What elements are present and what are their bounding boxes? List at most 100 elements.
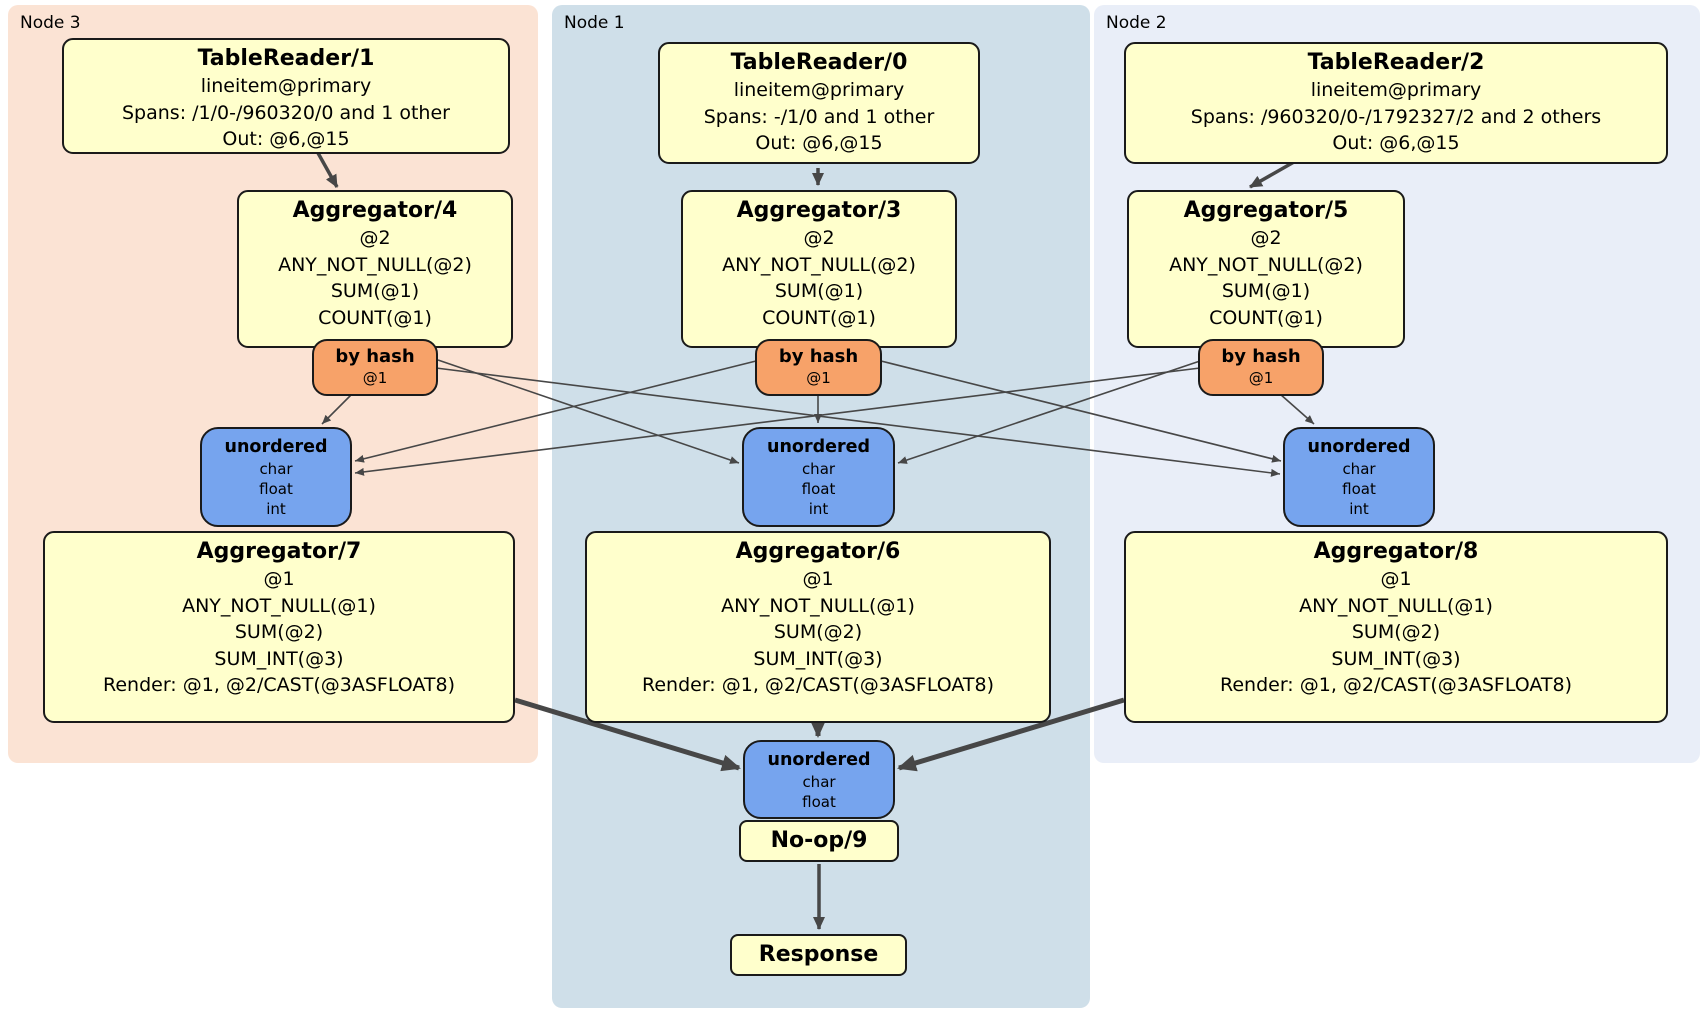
edge-router2-sync1	[897, 360, 1201, 464]
sync-line: char	[801, 460, 836, 478]
edge-agg8-finalsync	[897, 697, 1125, 772]
processor-line: Out: @6,@15	[1332, 132, 1460, 154]
sync-line: int	[266, 500, 286, 518]
sync-label: unordered	[224, 437, 328, 457]
sync-line: int	[1349, 500, 1369, 518]
router-detail: @1	[362, 369, 388, 387]
processor-line: Spans: /1/0-/960320/0 and 1 other	[122, 101, 450, 124]
sync-unordered-node3: unordered char float int	[200, 427, 352, 527]
sync-line: int	[808, 500, 829, 518]
processor-tablereader-2: TableReader/2 lineitem@primary Spans: /9…	[1124, 42, 1668, 164]
sync-line: float	[802, 793, 836, 811]
router-by-hash-node3: by hash @1	[312, 339, 438, 396]
processor-aggregator-7: Aggregator/7 @1 ANY_NOT_NULL(@1) SUM(@2)…	[43, 531, 515, 723]
processor-aggregator-4: Aggregator/4 @2 ANY_NOT_NULL(@2) SUM(@1)…	[237, 190, 513, 348]
processor-line: Render: @1, @2/CAST(@3ASFLOAT8)	[103, 674, 455, 696]
processor-line: Out: @6,@15	[755, 132, 883, 154]
edge-tr1-agg4	[316, 152, 339, 188]
processor-line: SUM(@2)	[1351, 621, 1441, 643]
router-detail: @1	[806, 369, 831, 387]
sync-line: char	[1342, 460, 1376, 478]
processor-title: TableReader/0	[730, 50, 908, 75]
edge-router3-sync1	[437, 359, 740, 464]
edge-router1-sync3	[354, 360, 757, 463]
processor-line: SUM(@1)	[774, 280, 864, 302]
processor-line: Render: @1, @2/CAST(@3ASFLOAT8)	[642, 674, 994, 696]
processor-line: lineitem@primary	[1310, 79, 1482, 101]
router-label: by hash	[778, 346, 859, 367]
router-by-hash-node1: by hash @1	[755, 339, 882, 396]
processor-line: Out: @6,@15	[222, 128, 350, 150]
sync-label: unordered	[767, 750, 871, 770]
processor-line: @2	[803, 227, 835, 249]
processor-line: @1	[263, 568, 295, 590]
processor-line: @1	[802, 568, 834, 590]
processor-line: ANY_NOT_NULL(@2)	[278, 253, 472, 276]
node-group-label: Node 3	[20, 13, 81, 33]
processor-line: SUM(@2)	[773, 621, 863, 643]
processor-title: Response	[758, 942, 879, 967]
sync-line: float	[259, 480, 293, 498]
sync-label: unordered	[767, 437, 870, 457]
processor-tablereader-0: TableReader/0 lineitem@primary Spans: -/…	[658, 42, 980, 164]
sync-unordered-node1: unordered char float int	[742, 427, 895, 527]
processor-aggregator-8: Aggregator/8 @1 ANY_NOT_NULL(@1) SUM(@2)…	[1124, 531, 1668, 723]
processor-line: @2	[359, 227, 391, 249]
edge-router2-sync2	[1279, 393, 1315, 425]
processor-line: SUM(@1)	[330, 280, 420, 302]
processor-title: TableReader/1	[197, 46, 375, 71]
edge-router3-sync2	[435, 367, 1281, 477]
processor-line: @1	[1380, 568, 1412, 590]
processor-aggregator-3: Aggregator/3 @2 ANY_NOT_NULL(@2) SUM(@1)…	[681, 190, 957, 348]
processor-title: Aggregator/8	[1313, 539, 1479, 564]
processor-title: Aggregator/5	[1183, 198, 1349, 223]
processor-line: COUNT(@1)	[1209, 306, 1323, 329]
processor-title: Aggregator/6	[735, 539, 901, 564]
router-detail: @1	[1248, 369, 1274, 387]
edge-router3-sync3	[321, 393, 353, 425]
processor-line: ANY_NOT_NULL(@1)	[1299, 594, 1493, 617]
processor-line: SUM(@1)	[1221, 280, 1311, 302]
sync-line: char	[802, 773, 836, 791]
node-group-label: Node 2	[1106, 13, 1167, 33]
processor-title: Aggregator/7	[196, 539, 362, 564]
sync-line: float	[801, 480, 836, 498]
router-label: by hash	[1221, 346, 1301, 367]
processor-line: Spans: -/1/0 and 1 other	[703, 105, 935, 128]
edge-router1-sync2	[880, 360, 1282, 463]
processor-line: COUNT(@1)	[318, 306, 432, 329]
processor-line: Spans: /960320/0-/1792327/2 and 2 others	[1190, 105, 1602, 128]
processor-line: SUM_INT(@3)	[753, 647, 883, 670]
processor-title: TableReader/2	[1307, 50, 1485, 75]
processor-line: Render: @1, @2/CAST(@3ASFLOAT8)	[1220, 674, 1572, 696]
processor-response: Response	[730, 934, 907, 976]
sync-line: char	[259, 460, 293, 478]
processor-line: SUM(@2)	[234, 621, 324, 643]
processor-title: Aggregator/3	[736, 198, 902, 223]
processor-line: ANY_NOT_NULL(@2)	[722, 253, 916, 276]
edge-router2-sync3	[354, 367, 1201, 476]
processor-line: ANY_NOT_NULL(@1)	[182, 594, 376, 617]
sync-unordered-node2: unordered char float int	[1283, 427, 1435, 527]
sync-line: float	[1342, 480, 1376, 498]
processor-line: ANY_NOT_NULL(@1)	[721, 594, 915, 617]
processor-aggregator-5: Aggregator/5 @2 ANY_NOT_NULL(@2) SUM(@1)…	[1127, 190, 1405, 348]
router-label: by hash	[335, 346, 415, 367]
processor-tablereader-1: TableReader/1 lineitem@primary Spans: /1…	[62, 38, 510, 154]
processor-aggregator-6: Aggregator/6 @1 ANY_NOT_NULL(@1) SUM(@2)…	[585, 531, 1051, 723]
processor-line: lineitem@primary	[733, 79, 905, 101]
sync-unordered-final: unordered char float	[743, 740, 895, 819]
sync-label: unordered	[1307, 437, 1411, 457]
processor-line: SUM_INT(@3)	[1331, 647, 1461, 670]
processor-line: COUNT(@1)	[762, 306, 876, 329]
processor-title: No-op/9	[770, 828, 868, 853]
edge-agg7-finalsync	[514, 697, 741, 772]
processor-line: SUM_INT(@3)	[214, 647, 344, 670]
node-group-label: Node 1	[564, 13, 625, 33]
processor-noop-9: No-op/9	[739, 820, 899, 862]
processor-line: lineitem@primary	[200, 75, 372, 97]
processor-line: @2	[1250, 227, 1282, 249]
processor-line: ANY_NOT_NULL(@2)	[1169, 253, 1363, 276]
